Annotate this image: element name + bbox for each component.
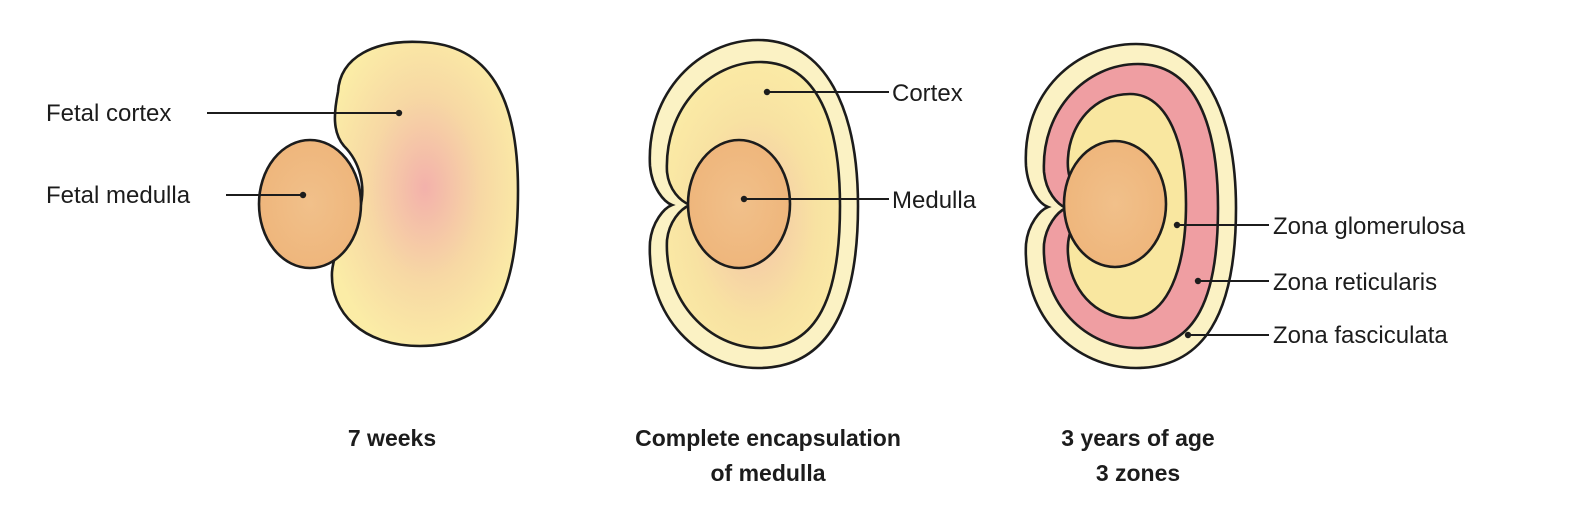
medulla-3-years-shape bbox=[1062, 139, 1168, 269]
stage-3-years: Zona glomerulosa Zona reticularis Zona f… bbox=[1024, 42, 1466, 486]
label-medulla: Medulla bbox=[892, 187, 977, 214]
label-zona-reticularis: Zona reticularis bbox=[1273, 269, 1437, 296]
label-fetal-cortex: Fetal cortex bbox=[46, 100, 171, 127]
caption-7-weeks: 7 weeks bbox=[348, 425, 436, 451]
label-cortex: Cortex bbox=[892, 80, 963, 107]
label-fetal-medulla: Fetal medulla bbox=[46, 182, 191, 209]
caption-encapsulation-line2: of medulla bbox=[710, 460, 825, 486]
label-zona-glomerulosa: Zona glomerulosa bbox=[1273, 213, 1466, 240]
medulla-shape bbox=[686, 138, 792, 270]
label-zona-fasciculata: Zona fasciculata bbox=[1273, 322, 1448, 349]
stage-encapsulation: Cortex Medulla Complete encapsulation of… bbox=[635, 38, 977, 486]
caption-3-years-line1: 3 years of age bbox=[1061, 425, 1214, 451]
caption-3-years-line2: 3 zones bbox=[1096, 460, 1180, 486]
fetal-medulla-shape bbox=[257, 138, 363, 270]
fetal-cortex-shape bbox=[330, 40, 520, 348]
stage-7-weeks: Fetal cortex Fetal medulla 7 weeks bbox=[46, 40, 520, 451]
caption-encapsulation-line1: Complete encapsulation bbox=[635, 425, 901, 451]
